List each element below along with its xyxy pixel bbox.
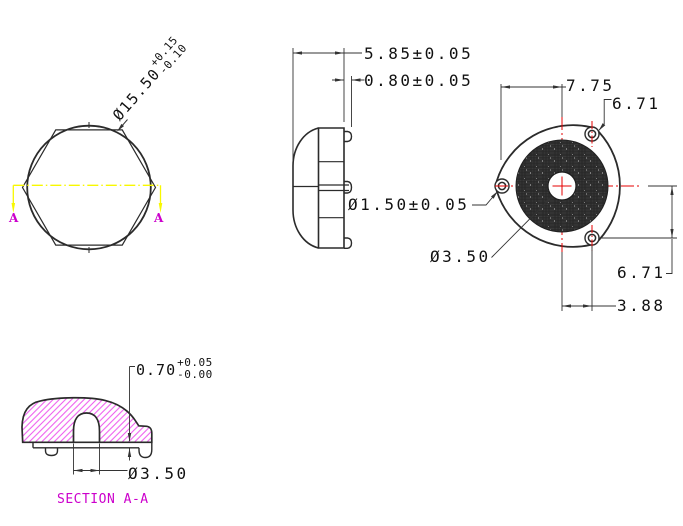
- front-mount-hole-dia-dim: Ø1.50±0.05: [348, 195, 470, 214]
- section-marker-left: A: [9, 211, 19, 225]
- front-hole-offset-dim: 3.88: [617, 296, 666, 315]
- mount-eyelets: [494, 126, 600, 246]
- section-arrow-left: [11, 203, 16, 213]
- section-cavity-dia-dim: Ø3.50: [128, 464, 189, 483]
- front-pitch-bottom-dim: 6.71: [617, 263, 666, 282]
- section-dim-arrows: [73, 433, 132, 473]
- front-dim-arrows: [491, 85, 674, 308]
- section-arrow-right: [158, 203, 163, 213]
- side-tab-middle: [344, 180, 353, 194]
- side-view: [292, 48, 365, 249]
- side-parting-lines: [293, 161, 349, 219]
- side-body-rect: [317, 127, 345, 249]
- section-thickness-dim: 0.70+0.05-0.00: [136, 356, 213, 382]
- section-title: SECTION A-A: [57, 492, 149, 507]
- front-hole-pitch-h-dim: 7.75: [566, 76, 615, 95]
- front-center-hole-dia-dim: Ø3.50: [430, 247, 491, 266]
- front-pitch-top-dim: 6.71: [612, 94, 661, 113]
- side-dim-lines: [292, 48, 365, 162]
- section-thickness-value: 0.70: [136, 360, 177, 379]
- section-view: [21, 366, 153, 475]
- section-right-foot: [138, 442, 153, 459]
- center-hole-crosshair: [552, 176, 572, 196]
- side-tab-top: [344, 130, 353, 143]
- plan-view: [11, 119, 163, 253]
- front-view: [472, 84, 677, 311]
- section-marker-right: A: [154, 211, 164, 225]
- section-cutting-line: [12, 184, 162, 203]
- section-left-foot: [44, 447, 59, 457]
- side-dome-profile: [292, 127, 319, 249]
- plan-hex-flange: [21, 129, 157, 246]
- plan-lens-circle: [26, 124, 152, 251]
- side-dim-arrows: [293, 51, 361, 82]
- section-thickness-tolerance: +0.05-0.00: [177, 356, 213, 381]
- side-tab-width-dim: 0.80±0.05: [364, 71, 474, 90]
- side-overall-width-dim: 5.85±0.05: [364, 44, 474, 63]
- section-base-plate: [32, 442, 139, 449]
- side-tab-bottom: [344, 237, 353, 249]
- overall-dia-leader: [117, 119, 128, 132]
- section-hatched-body: [21, 396, 153, 444]
